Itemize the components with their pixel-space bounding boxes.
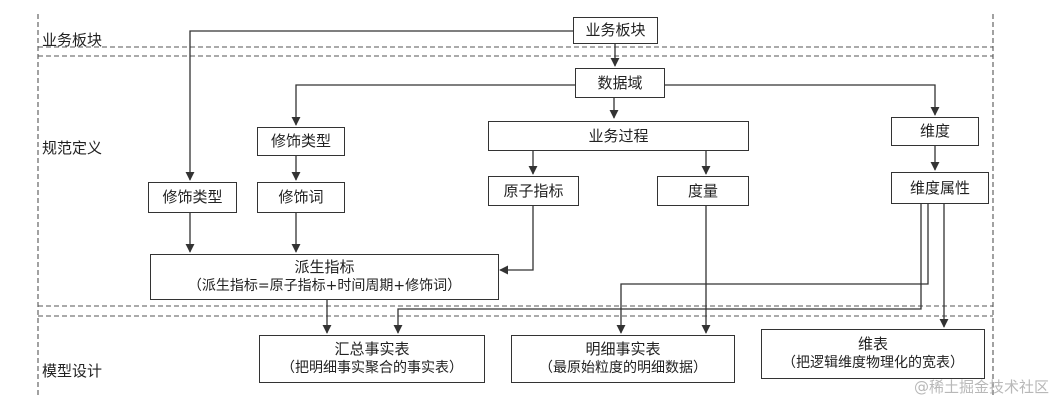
node-modifier-word-label: 修饰词 xyxy=(278,188,324,206)
layer-label-spec: 规范定义 xyxy=(42,139,103,157)
node-business-process-label: 业务过程 xyxy=(588,126,649,145)
arrow-attr-to-detail xyxy=(616,204,929,334)
node-detail-fact-table: 明细事实表 （最原始粒度的明细数据） xyxy=(511,335,735,383)
layer-label-model: 模型设计 xyxy=(42,362,103,380)
node-measure-label: 度量 xyxy=(687,181,718,200)
node-business-block-label: 业务板块 xyxy=(585,21,646,39)
node-modifier-type-upper-label: 修饰类型 xyxy=(270,132,331,150)
layer-label-business: 业务板块 xyxy=(42,31,103,49)
node-detail-fact-sub: （最原始粒度的明细数据） xyxy=(539,360,707,376)
node-dimension-table-title: 维表 xyxy=(857,335,888,353)
node-data-domain: 数据域 xyxy=(575,68,665,98)
node-summary-fact-title: 汇总事实表 xyxy=(334,340,410,358)
node-dimension-table-sub: （把逻辑维度物理化的宽表） xyxy=(782,355,964,371)
arrow-domain-to-dimension xyxy=(665,84,940,116)
node-dimension-label: 维度 xyxy=(919,122,950,140)
node-atomic-metric: 原子指标 xyxy=(488,176,579,206)
node-data-domain-label: 数据域 xyxy=(597,73,643,92)
node-modifier-type-left-label: 修饰类型 xyxy=(162,188,223,206)
node-summary-fact-table: 汇总事实表 （把明细事实聚合的事实表） xyxy=(259,335,485,383)
node-business-process: 业务过程 xyxy=(488,121,749,151)
arrow-atomic-to-derived xyxy=(499,206,534,275)
arrow-domain-to-modtype-upper xyxy=(291,84,575,126)
node-derived-metric: 派生指标 （派生指标=原子指标+时间周期+修饰词） xyxy=(150,254,499,300)
node-dimension: 维度 xyxy=(891,117,979,146)
node-measure: 度量 xyxy=(657,176,749,206)
node-summary-fact-sub: （把明细事实聚合的事实表） xyxy=(281,360,463,376)
node-dimension-attribute: 维度属性 xyxy=(891,172,989,204)
node-detail-fact-title: 明细事实表 xyxy=(585,340,661,358)
node-dimension-attribute-label: 维度属性 xyxy=(909,178,970,197)
node-business-block: 业务板块 xyxy=(573,17,658,44)
node-derived-metric-title: 派生指标 xyxy=(294,258,355,276)
arrow-attr-to-summary xyxy=(393,204,922,334)
watermark-text: @稀土掘金技术社区 xyxy=(913,378,1049,396)
node-modifier-type-upper: 修饰类型 xyxy=(257,127,345,156)
node-dimension-table: 维表 （把逻辑维度物理化的宽表） xyxy=(761,329,985,379)
node-derived-metric-sub: （派生指标=原子指标+时间周期+修饰词） xyxy=(187,278,462,294)
node-modifier-word: 修饰词 xyxy=(257,182,345,213)
node-atomic-metric-label: 原子指标 xyxy=(503,181,564,200)
node-modifier-type-left: 修饰类型 xyxy=(148,182,237,213)
layer-frame xyxy=(37,14,994,397)
arrow-business-to-modtype-left xyxy=(185,30,573,181)
